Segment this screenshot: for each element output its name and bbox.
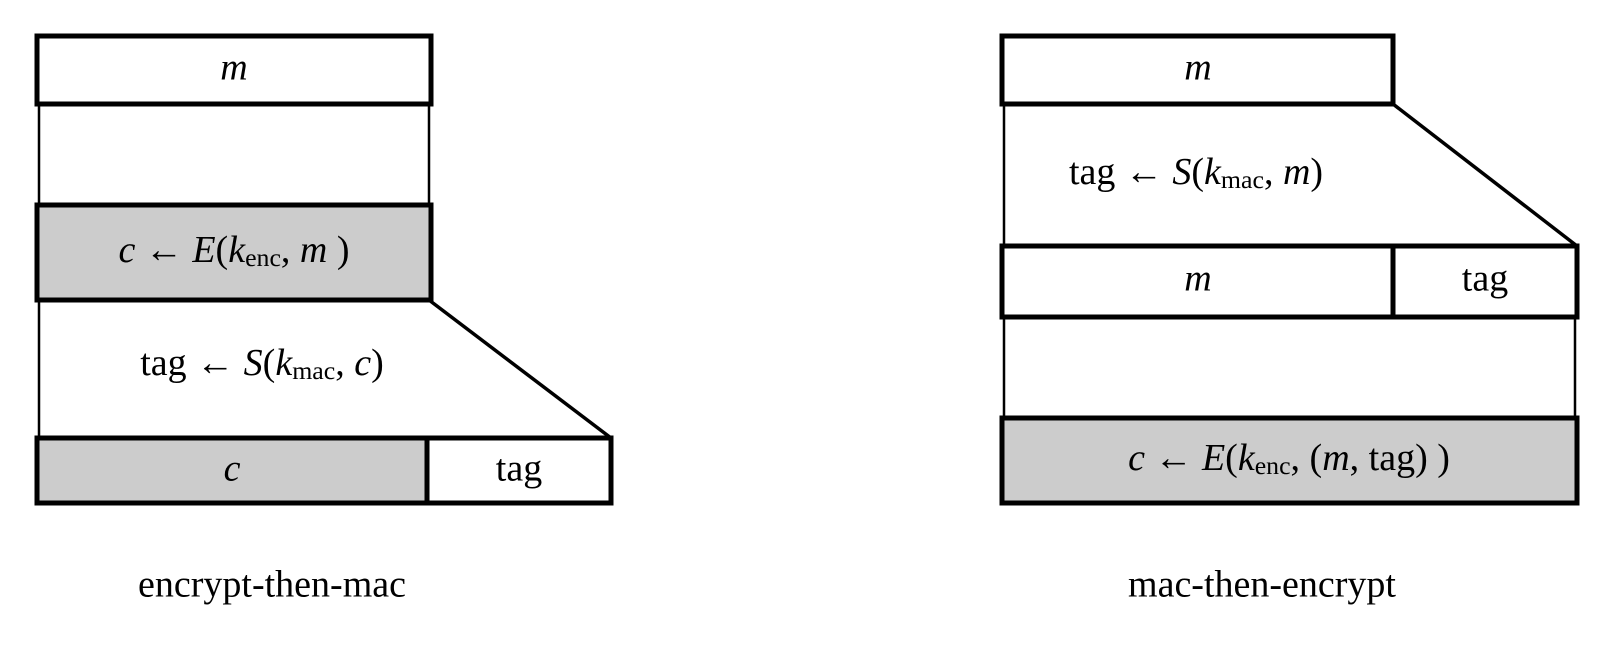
etm-mac-comma: , (335, 342, 345, 384)
mte-intermediate-message-cell (999, 243, 1396, 320)
mte-expansion-diagonal (1391, 102, 1579, 248)
etm-expansion-diagonal (427, 298, 613, 440)
etm-encrypt-lhs: c (118, 229, 135, 271)
mte-encrypt-arg-m: m (1322, 437, 1349, 479)
etm-mac-close: ) (371, 342, 384, 384)
mte-encrypt-arg-tag: tag (1369, 437, 1415, 479)
mte-mac-func: S (1172, 151, 1191, 193)
etm-encrypt-expression: c ← E(kenc, m ) (118, 229, 349, 272)
panel-mac-then-encrypt: m tag ← S(kmac, m) m tag c ← E(kenc, (m,… (999, 33, 1580, 606)
mte-encrypt-comma: , (1291, 437, 1301, 479)
mte-mac-key-base: k (1204, 151, 1222, 193)
etm-mac-open: ( (263, 342, 276, 384)
panel-encrypt-then-mac: m c ← E(kenc, m ) tag ← S(kmac, c) c tag… (34, 33, 614, 606)
mte-encrypt-key-sub: enc (1255, 451, 1291, 480)
etm-message-label: m (220, 47, 247, 89)
etm-output-tag-cell (424, 435, 614, 506)
etm-encrypt-open: ( (216, 229, 229, 271)
etm-encrypt-box (34, 202, 434, 303)
mte-mac-arrow: ← (1125, 151, 1163, 193)
caption-mac-then-encrypt: mac-then-encrypt (1128, 564, 1396, 606)
mte-encrypt-key-base: k (1238, 437, 1256, 479)
mte-mac-lhs: tag (1069, 151, 1115, 193)
etm-mac-lhs: tag (140, 342, 186, 384)
mte-encrypt-arg-open: ( (1310, 437, 1323, 479)
mte-message-box (999, 33, 1396, 107)
mte-encrypt-arg-comma: , (1350, 437, 1369, 479)
mte-encrypt-arg: (m, tag) (1310, 437, 1428, 479)
mte-mac-comma: , (1264, 151, 1274, 193)
etm-output-ciphertext-label: c (224, 448, 241, 490)
mte-mac-close: ) (1310, 151, 1323, 193)
mte-encrypt-box (999, 415, 1580, 506)
etm-encrypt-arrow: ← (145, 229, 183, 271)
mte-encrypt-open: ( (1225, 437, 1238, 479)
mte-intermediate-tag-label: tag (1462, 258, 1508, 300)
mte-mac-expression: tag ← S(kmac, m) (1069, 151, 1323, 194)
mte-encrypt-close: ) (1437, 437, 1450, 479)
mte-mac-arg: m (1283, 151, 1310, 193)
mte-encrypt-arg-close: ) (1415, 437, 1428, 479)
etm-encrypt-key-base: k (228, 229, 246, 271)
mte-intermediate-tag-cell (1390, 243, 1580, 320)
etm-encrypt-key-sub: enc (245, 243, 281, 272)
etm-mac-key-base: k (275, 342, 293, 384)
etm-encrypt-arg: m (300, 229, 327, 271)
mte-message-label: m (1184, 47, 1211, 89)
mte-encrypt-func: E (1201, 437, 1225, 479)
etm-mac-arrow: ← (196, 342, 234, 384)
etm-output-tag-label: tag (496, 448, 542, 490)
etm-mac-key-sub: mac (292, 356, 335, 385)
etm-output-ciphertext-cell (34, 435, 430, 506)
mte-mac-key-sub: mac (1221, 165, 1264, 194)
mte-encrypt-expression: c ← E(kenc, (m, tag) ) (1128, 437, 1450, 480)
etm-encrypt-comma: , (281, 229, 291, 271)
etm-mac-arg: c (354, 342, 371, 384)
etm-message-box (34, 33, 434, 107)
mte-mac-open: ( (1191, 151, 1204, 193)
etm-encrypt-close: ) (337, 229, 350, 271)
etm-mac-func: S (244, 342, 263, 384)
mte-encrypt-arrow: ← (1154, 437, 1192, 479)
mte-encrypt-lhs: c (1128, 437, 1145, 479)
mte-intermediate-message-label: m (1184, 258, 1211, 300)
etm-mac-expression: tag ← S(kmac, c) (140, 342, 384, 385)
etm-encrypt-func: E (191, 229, 215, 271)
caption-encrypt-then-mac: encrypt-then-mac (138, 564, 406, 606)
